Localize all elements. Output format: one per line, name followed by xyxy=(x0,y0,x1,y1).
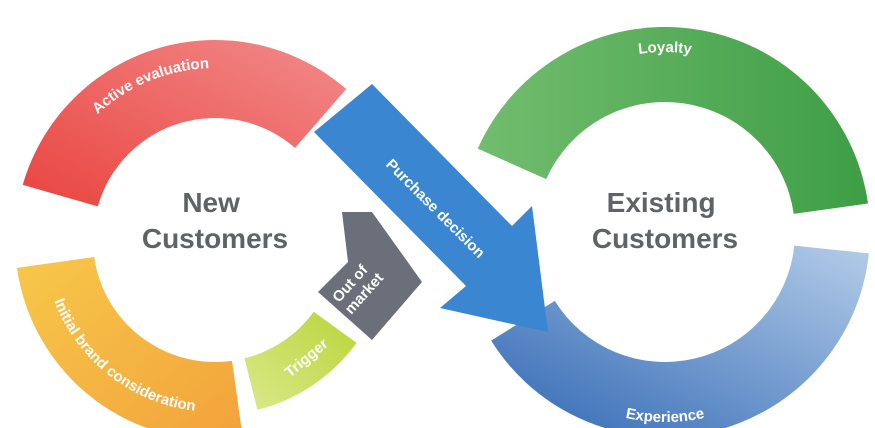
active-evaluation-segment xyxy=(22,40,347,207)
loyalty-segment xyxy=(477,26,869,214)
out-of-market-segment xyxy=(318,212,422,340)
experience-segment xyxy=(491,245,869,428)
experience-label: Experience xyxy=(624,405,705,426)
initial-brand-consideration-segment xyxy=(16,256,242,428)
existing-customers-title: Existing Customers xyxy=(592,187,738,254)
purchase-decision-arrow xyxy=(314,84,548,332)
trigger-segment xyxy=(244,311,357,410)
new-customers-title: New Customers xyxy=(142,187,288,254)
